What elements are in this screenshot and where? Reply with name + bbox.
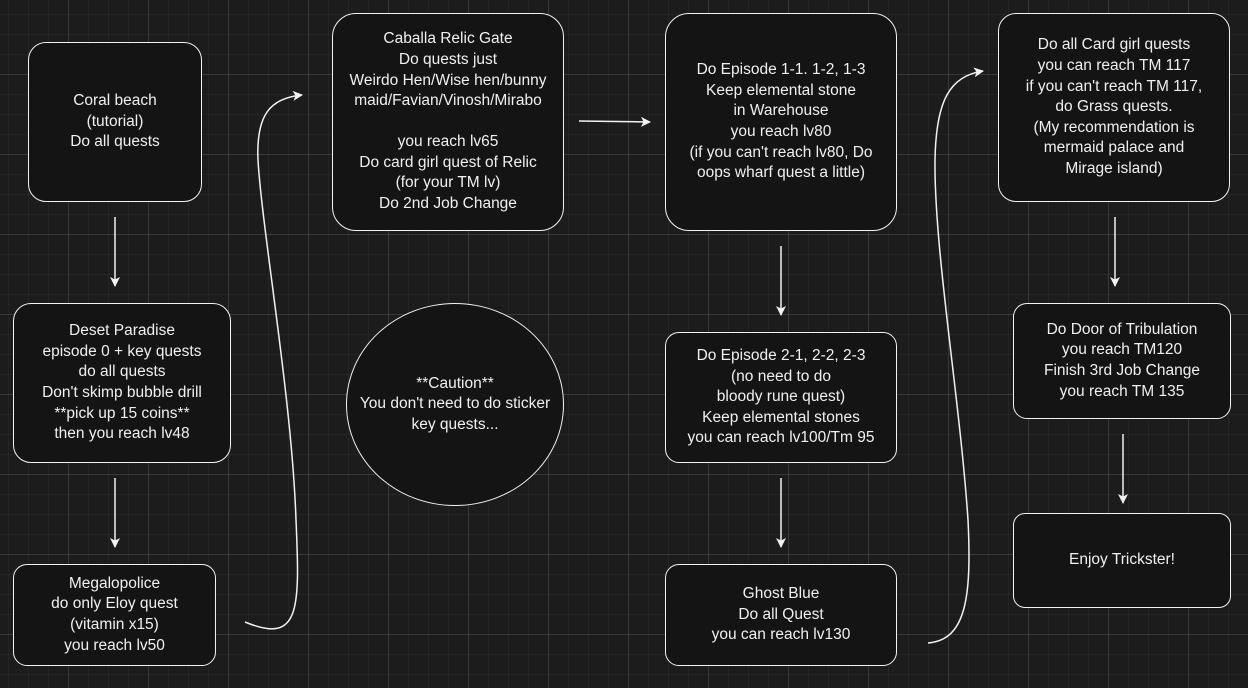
node-card-girl[interactable]: Do all Card girl quests you can reach TM…	[998, 13, 1230, 202]
node-door-of-tribulation[interactable]: Do Door of Tribulation you reach TM120 F…	[1013, 303, 1231, 419]
node-episode-2[interactable]: Do Episode 2-1, 2-2, 2-3 (no need to do …	[665, 332, 897, 463]
arrow-megalopolice-to-caballa	[244, 90, 303, 630]
node-episode-1-label: Do Episode 1-1. 1-2, 1-3 Keep elemental …	[689, 61, 873, 182]
node-door-of-tribulation-label: Do Door of Tribulation you reach TM120 F…	[1044, 320, 1200, 400]
node-megalopolice[interactable]: Megalopolice do only Eloy quest (vitamin…	[13, 564, 216, 666]
node-enjoy-trickster-label: Enjoy Trickster!	[1069, 551, 1175, 569]
node-episode-1[interactable]: Do Episode 1-1. 1-2, 1-3 Keep elemental …	[665, 13, 897, 231]
node-caution[interactable]: **Caution** You don't need to do sticker…	[346, 303, 564, 506]
node-caballa-relic-gate[interactable]: Caballa Relic Gate Do quests just Weirdo…	[332, 13, 564, 231]
node-episode-2-label: Do Episode 2-1, 2-2, 2-3 (no need to do …	[687, 347, 875, 447]
node-caution-label: **Caution** You don't need to do sticker…	[359, 374, 551, 433]
node-deset-paradise[interactable]: Deset Paradise episode 0 + key quests do…	[13, 303, 231, 463]
node-ghost-blue[interactable]: Ghost Blue Do all Quest you can reach lv…	[665, 564, 897, 666]
node-deset-paradise-label: Deset Paradise episode 0 + key quests do…	[42, 322, 202, 443]
node-caballa-relic-gate-label: Caballa Relic Gate Do quests just Weirdo…	[349, 30, 547, 213]
node-coral-beach[interactable]: Coral beach (tutorial) Do all quests	[28, 42, 202, 202]
node-enjoy-trickster[interactable]: Enjoy Trickster!	[1013, 513, 1231, 608]
arrow-caballa-to-episode1	[578, 116, 651, 127]
node-ghost-blue-label: Ghost Blue Do all Quest you can reach lv…	[711, 585, 851, 644]
node-coral-beach-label: Coral beach (tutorial) Do all quests	[70, 92, 160, 151]
arrow-ghostblue-to-cardgirl	[927, 67, 984, 644]
node-megalopolice-label: Megalopolice do only Eloy quest (vitamin…	[51, 574, 178, 654]
node-card-girl-label: Do all Card girl quests you can reach TM…	[1025, 36, 1203, 177]
